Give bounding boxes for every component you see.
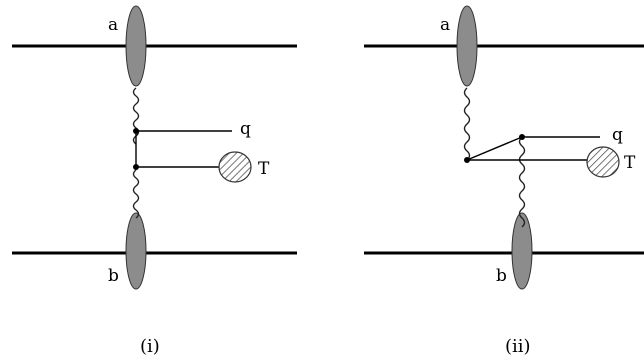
vertex-left [464,157,470,163]
panel-i: a b q T (i) [12,5,297,357]
panel-ii: a b q T (ii) [364,5,644,357]
lower-gluon-line [132,169,140,219]
exchange-quark-line [466,136,523,161]
upper-gluon-line [463,87,471,161]
vertex-upper [133,128,139,134]
label-q: q [240,119,251,139]
top-proton-blob [125,5,147,87]
vertex-right [519,134,525,140]
label-a: a [440,15,450,35]
top-proton-blob [456,5,478,87]
label-T: T [258,159,270,179]
bottom-proton-blob [511,212,533,290]
vertex-lower [133,164,139,170]
caption-ii: (ii) [505,336,531,357]
label-a: a [108,15,118,35]
label-q: q [612,125,623,145]
label-b: b [108,266,119,286]
target-hatched-blob [586,146,620,178]
lower-gluon-line [518,136,526,228]
label-b: b [496,266,507,286]
label-T: T [624,153,636,173]
bottom-proton-blob [125,212,147,290]
upper-gluon-line [132,87,140,145]
caption-i: (i) [140,336,160,357]
target-hatched-blob [218,151,252,183]
